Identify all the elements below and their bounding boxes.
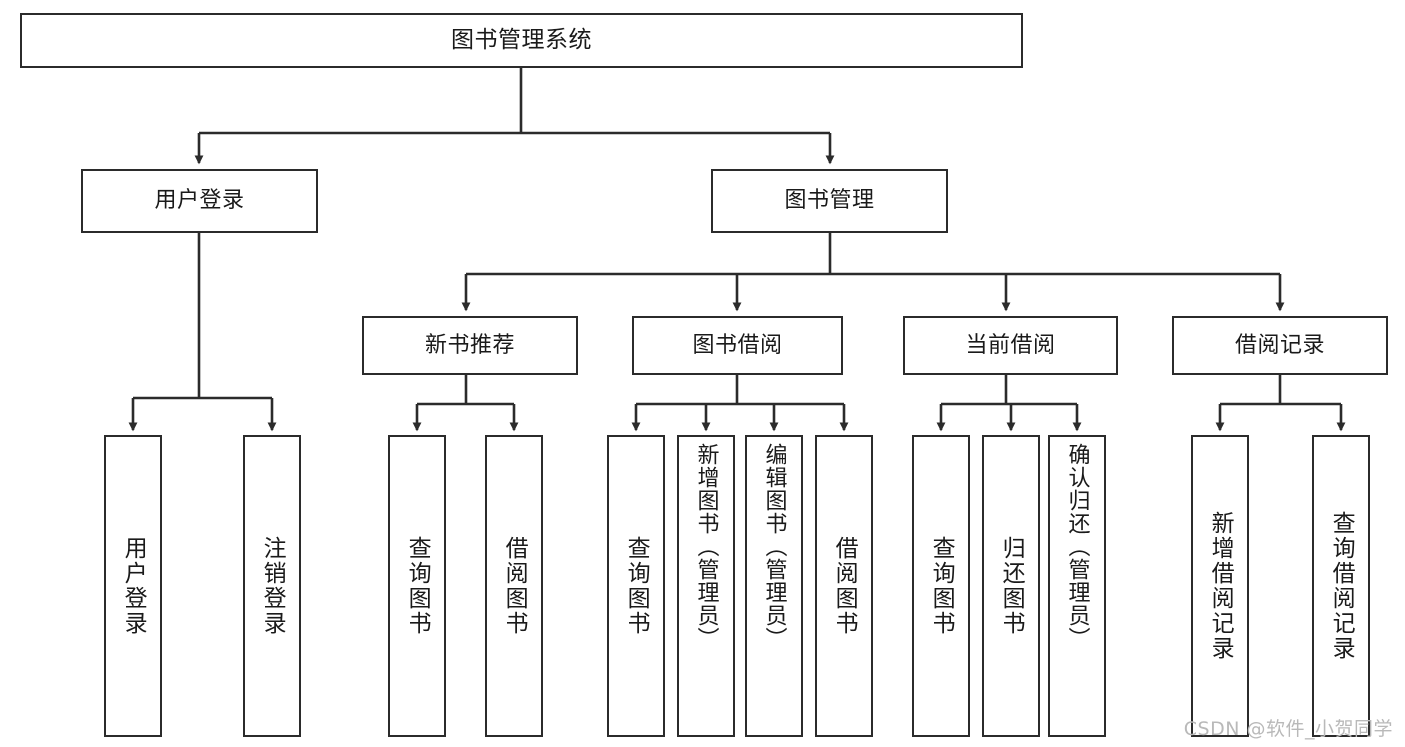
node-borrow-record[interactable]: 借阅记录 xyxy=(1172,316,1388,375)
leaf-user-login-logout-label: 注销登录 xyxy=(259,536,286,636)
leaf-borrow-record-query-record[interactable]: 查询借阅记录 xyxy=(1312,435,1370,737)
leaf-current-borrow-return-book-label: 归还图书 xyxy=(998,536,1025,636)
leaf-current-borrow-query-book-label: 查询图书 xyxy=(928,536,955,636)
leaf-new-book-borrow-book-label: 借阅图书 xyxy=(501,536,528,636)
leaf-book-borrow-edit-book-label: 编辑图书（管理员） xyxy=(761,443,787,650)
leaf-borrow-record-query-record-label: 查询借阅记录 xyxy=(1328,511,1355,661)
leaf-book-borrow-add-book-label: 新增图书（管理员） xyxy=(693,443,719,650)
node-book-management[interactable]: 图书管理 xyxy=(711,169,948,233)
node-root-system[interactable]: 图书管理系统 xyxy=(20,13,1023,68)
leaf-book-borrow-query-book-label: 查询图书 xyxy=(623,536,650,636)
node-current-borrow-label: 当前借阅 xyxy=(965,332,1056,358)
leaf-new-book-query-book[interactable]: 查询图书 xyxy=(388,435,446,737)
leaf-borrow-record-add-record-label: 新增借阅记录 xyxy=(1207,511,1234,661)
leaf-current-borrow-query-book[interactable]: 查询图书 xyxy=(912,435,970,737)
leaf-book-borrow-borrow-book[interactable]: 借阅图书 xyxy=(815,435,873,737)
leaf-new-book-query-book-label: 查询图书 xyxy=(404,536,431,636)
node-new-book-recommend-label: 新书推荐 xyxy=(424,332,515,358)
leaf-user-login-logout[interactable]: 注销登录 xyxy=(243,435,301,737)
leaf-current-borrow-confirm-return[interactable]: 确认归还（管理员） xyxy=(1048,435,1106,737)
leaf-book-borrow-add-book[interactable]: 新增图书（管理员） xyxy=(677,435,735,737)
watermark-text: CSDN @软件_小贺同学 xyxy=(1183,718,1393,740)
node-book-borrow-label: 图书借阅 xyxy=(692,332,783,358)
leaf-user-login-login-label: 用户登录 xyxy=(120,536,147,636)
node-user-login-label: 用户登录 xyxy=(154,188,245,213)
leaf-current-borrow-confirm-return-label: 确认归还（管理员） xyxy=(1064,443,1090,650)
node-current-borrow[interactable]: 当前借阅 xyxy=(903,316,1118,375)
leaf-book-borrow-query-book[interactable]: 查询图书 xyxy=(607,435,665,737)
node-root-system-label: 图书管理系统 xyxy=(451,27,592,53)
node-new-book-recommend[interactable]: 新书推荐 xyxy=(362,316,578,375)
leaf-current-borrow-return-book[interactable]: 归还图书 xyxy=(982,435,1040,737)
leaf-borrow-record-add-record[interactable]: 新增借阅记录 xyxy=(1191,435,1249,737)
leaf-new-book-borrow-book[interactable]: 借阅图书 xyxy=(485,435,543,737)
leaf-user-login-login[interactable]: 用户登录 xyxy=(104,435,162,737)
node-book-borrow[interactable]: 图书借阅 xyxy=(632,316,843,375)
leaf-book-borrow-borrow-book-label: 借阅图书 xyxy=(831,536,858,636)
node-user-login[interactable]: 用户登录 xyxy=(81,169,318,233)
leaf-book-borrow-edit-book[interactable]: 编辑图书（管理员） xyxy=(745,435,803,737)
node-book-management-label: 图书管理 xyxy=(784,188,875,213)
node-borrow-record-label: 借阅记录 xyxy=(1234,332,1325,358)
